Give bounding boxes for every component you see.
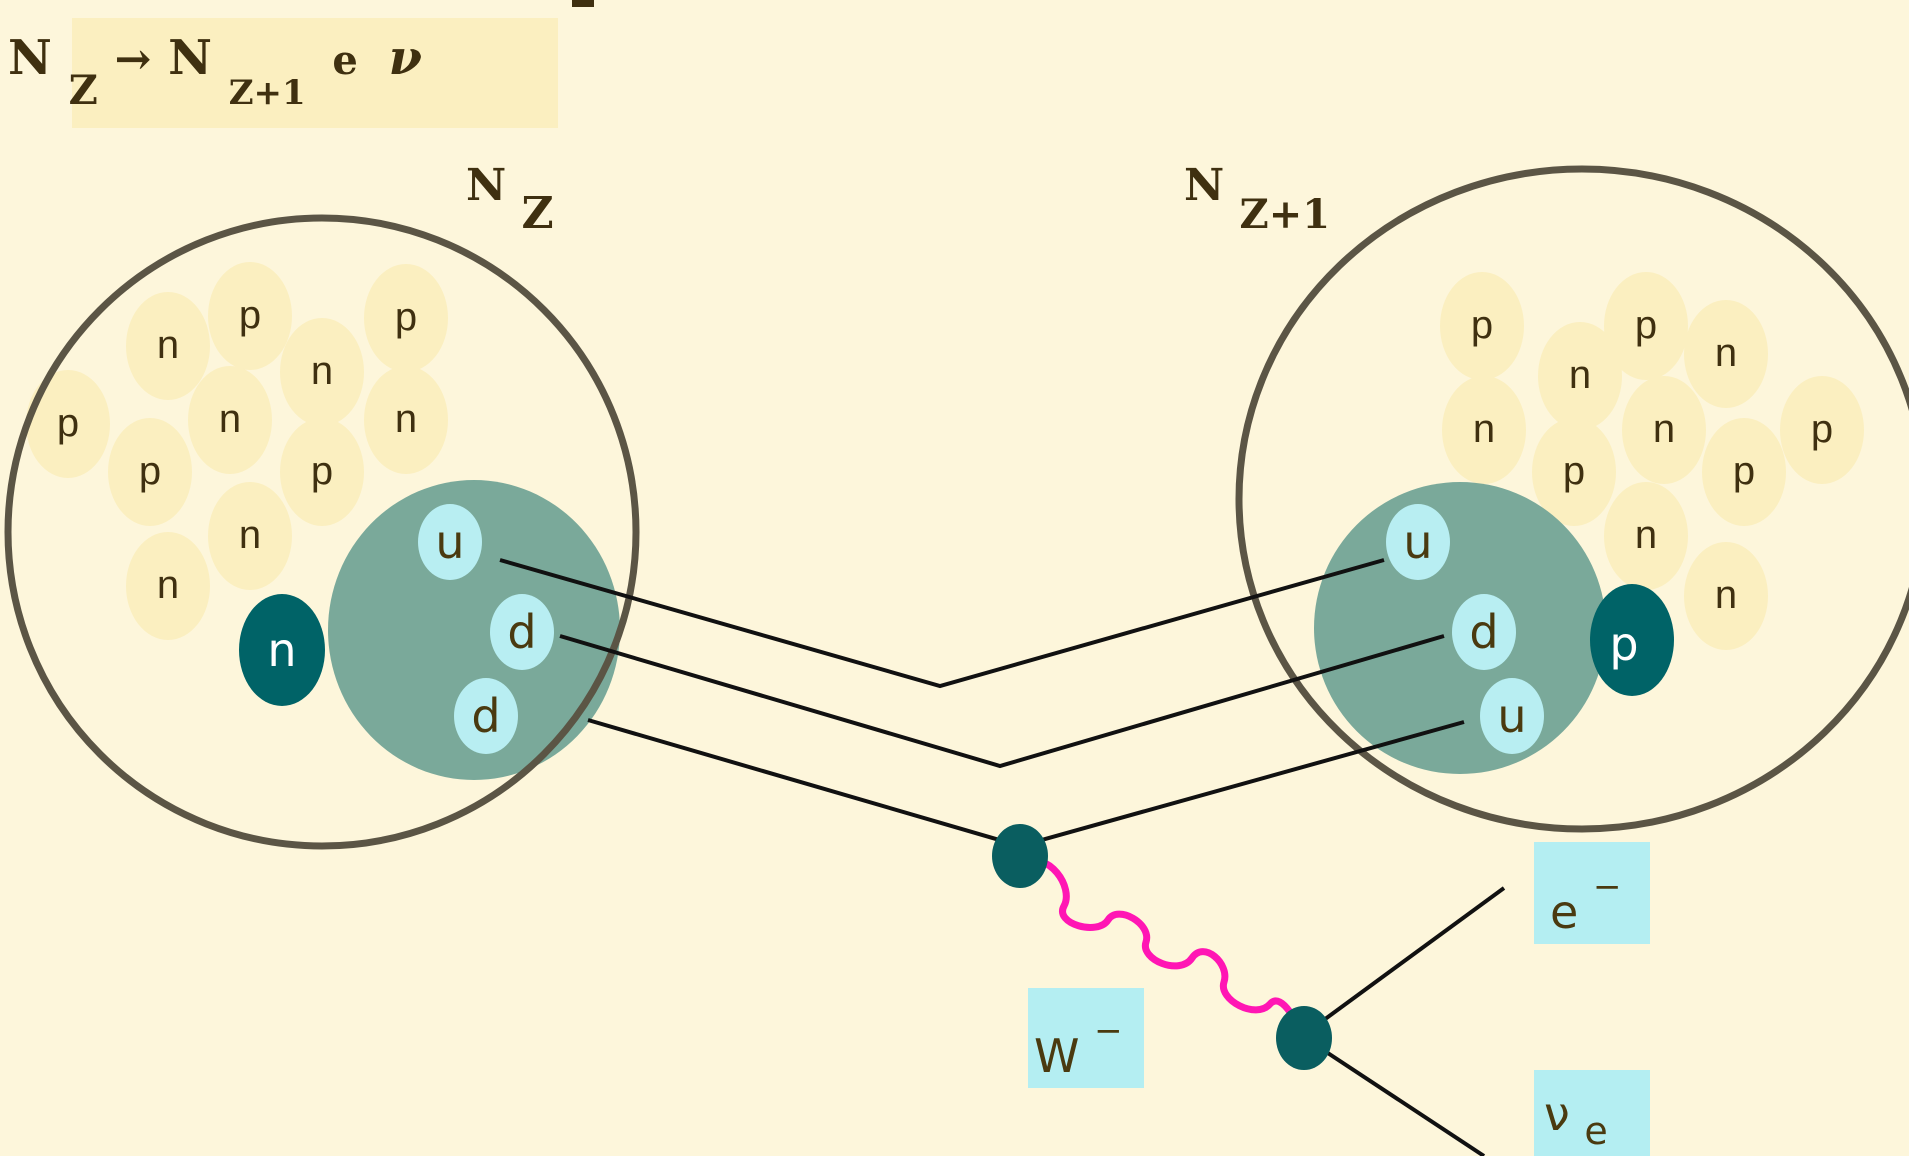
right-nucleon — [1780, 376, 1864, 484]
left-nucleon-label: p — [57, 401, 79, 445]
left-quark-label: d — [471, 689, 500, 743]
right-nucleon-label: p — [1733, 449, 1755, 493]
right-nucleon — [1684, 542, 1768, 650]
equation-box — [72, 18, 558, 128]
left-active-neutron — [239, 594, 325, 706]
left-nucleon — [364, 366, 448, 474]
left-nucleon — [280, 318, 364, 426]
left-quark-d — [490, 594, 554, 670]
right-nucleon-label: n — [1715, 331, 1737, 375]
left-nucleon-label: p — [311, 449, 333, 493]
electron-label-box — [1534, 842, 1650, 944]
svg-text:W −: W − — [1034, 1011, 1123, 1083]
w-boson-propagator — [1018, 856, 1306, 1038]
right-quark-label: d — [1469, 605, 1498, 659]
neutrino-label-box — [1534, 1070, 1650, 1156]
right-quark-label: u — [1403, 515, 1432, 569]
left-nucleus-label: N Z — [466, 160, 554, 239]
right-nucleon-label: n — [1473, 407, 1495, 451]
left-hadron — [328, 480, 620, 780]
neutrino-label: ν e — [1534, 1070, 1650, 1156]
right-quark-label: u — [1497, 689, 1526, 743]
neutrino-line — [1300, 1034, 1486, 1156]
reaction-equation: N Z → N Z+1 e ν — [8, 30, 422, 116]
left-nucleon-label: n — [239, 513, 261, 557]
left-quark-u — [418, 504, 482, 580]
left-nucleon — [364, 264, 448, 372]
left-nucleon-label: n — [395, 397, 417, 441]
w-boson-label-box — [1028, 988, 1144, 1088]
right-nucleon-label: p — [1563, 449, 1585, 493]
left-nucleon — [126, 532, 210, 640]
svg-text:ν e: ν e — [1544, 1087, 1608, 1153]
right-nucleon-label: n — [1653, 407, 1675, 451]
right-nucleon — [1538, 322, 1622, 430]
top-mark — [572, 0, 594, 7]
left-quark-d — [454, 678, 518, 754]
w-boson-label: W − — [1028, 988, 1144, 1088]
svg-text:e −: e − — [1550, 867, 1621, 939]
left-nucleon-label: n — [157, 563, 179, 607]
right-nucleon — [1440, 272, 1524, 380]
right-nucleon — [1604, 272, 1688, 380]
right-nucleon-label: n — [1635, 513, 1657, 557]
left-nucleon-label: p — [395, 295, 417, 339]
left-nucleus-outline — [4, 214, 640, 850]
electron-label: e − — [1534, 842, 1650, 944]
left-nucleon-label: n — [157, 323, 179, 367]
right-nucleon — [1622, 376, 1706, 484]
quark-lines — [499, 558, 1506, 1156]
left-nucleon — [208, 262, 292, 370]
left-nucleon — [126, 292, 210, 400]
quark-line-u — [499, 558, 1385, 689]
electron-line — [1300, 886, 1506, 1038]
right-nucleon — [1702, 418, 1786, 526]
right-quark-d — [1452, 594, 1516, 670]
left-active-neutron-label: n — [267, 623, 296, 677]
right-nucleon-label: n — [1715, 573, 1737, 617]
right-quark-u — [1386, 504, 1450, 580]
right-nucleus-outline — [1235, 165, 1909, 833]
right-nucleon — [1532, 418, 1616, 526]
left-quark-label: d — [507, 605, 536, 659]
vertex-hadronic — [992, 824, 1048, 888]
vertex-leptonic — [1276, 1006, 1332, 1070]
right-nucleon-label: p — [1471, 303, 1493, 347]
left-nucleon — [208, 482, 292, 590]
left-nucleon — [108, 418, 192, 526]
left-nucleon-label: p — [139, 449, 161, 493]
left-nucleon — [188, 366, 272, 474]
right-nucleon-label: p — [1635, 303, 1657, 347]
left-nucleon-label: n — [219, 397, 241, 441]
right-nucleon — [1604, 482, 1688, 590]
left-quark-label: u — [435, 515, 464, 569]
right-nucleon-label: p — [1811, 407, 1833, 451]
right-active-proton — [1590, 584, 1674, 696]
left-nucleon-label: p — [239, 293, 261, 337]
right-nucleus-label: N Z+1 — [1184, 160, 1330, 238]
left-nucleon — [280, 418, 364, 526]
left-nucleon-label: n — [311, 349, 333, 393]
right-active-proton-label: p — [1609, 617, 1638, 671]
right-nucleon-label: n — [1569, 353, 1591, 397]
right-nucleon — [1442, 376, 1526, 484]
right-quark-u — [1480, 678, 1544, 754]
quark-line-d — [559, 634, 1445, 769]
left-nucleon — [26, 370, 110, 478]
right-nucleon — [1684, 300, 1768, 408]
